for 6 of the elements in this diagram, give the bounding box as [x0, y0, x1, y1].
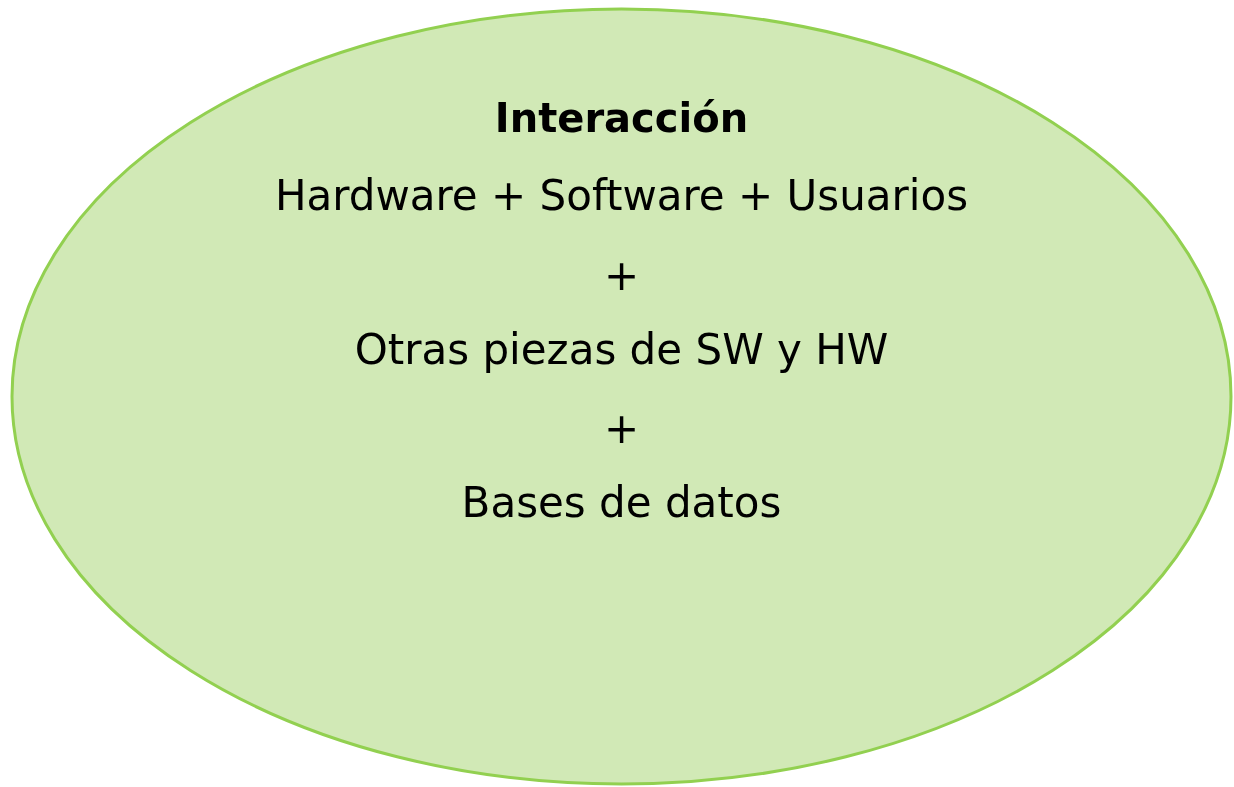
heading-text: Interacción	[494, 95, 749, 141]
body-text: Bases de datos	[461, 478, 782, 527]
body-text: Otras piezas de SW y HW	[354, 325, 889, 374]
plus-sign: +	[603, 404, 640, 453]
body-text: Hardware + Software + Usuarios	[274, 171, 969, 220]
plus-sign: +	[603, 251, 640, 300]
